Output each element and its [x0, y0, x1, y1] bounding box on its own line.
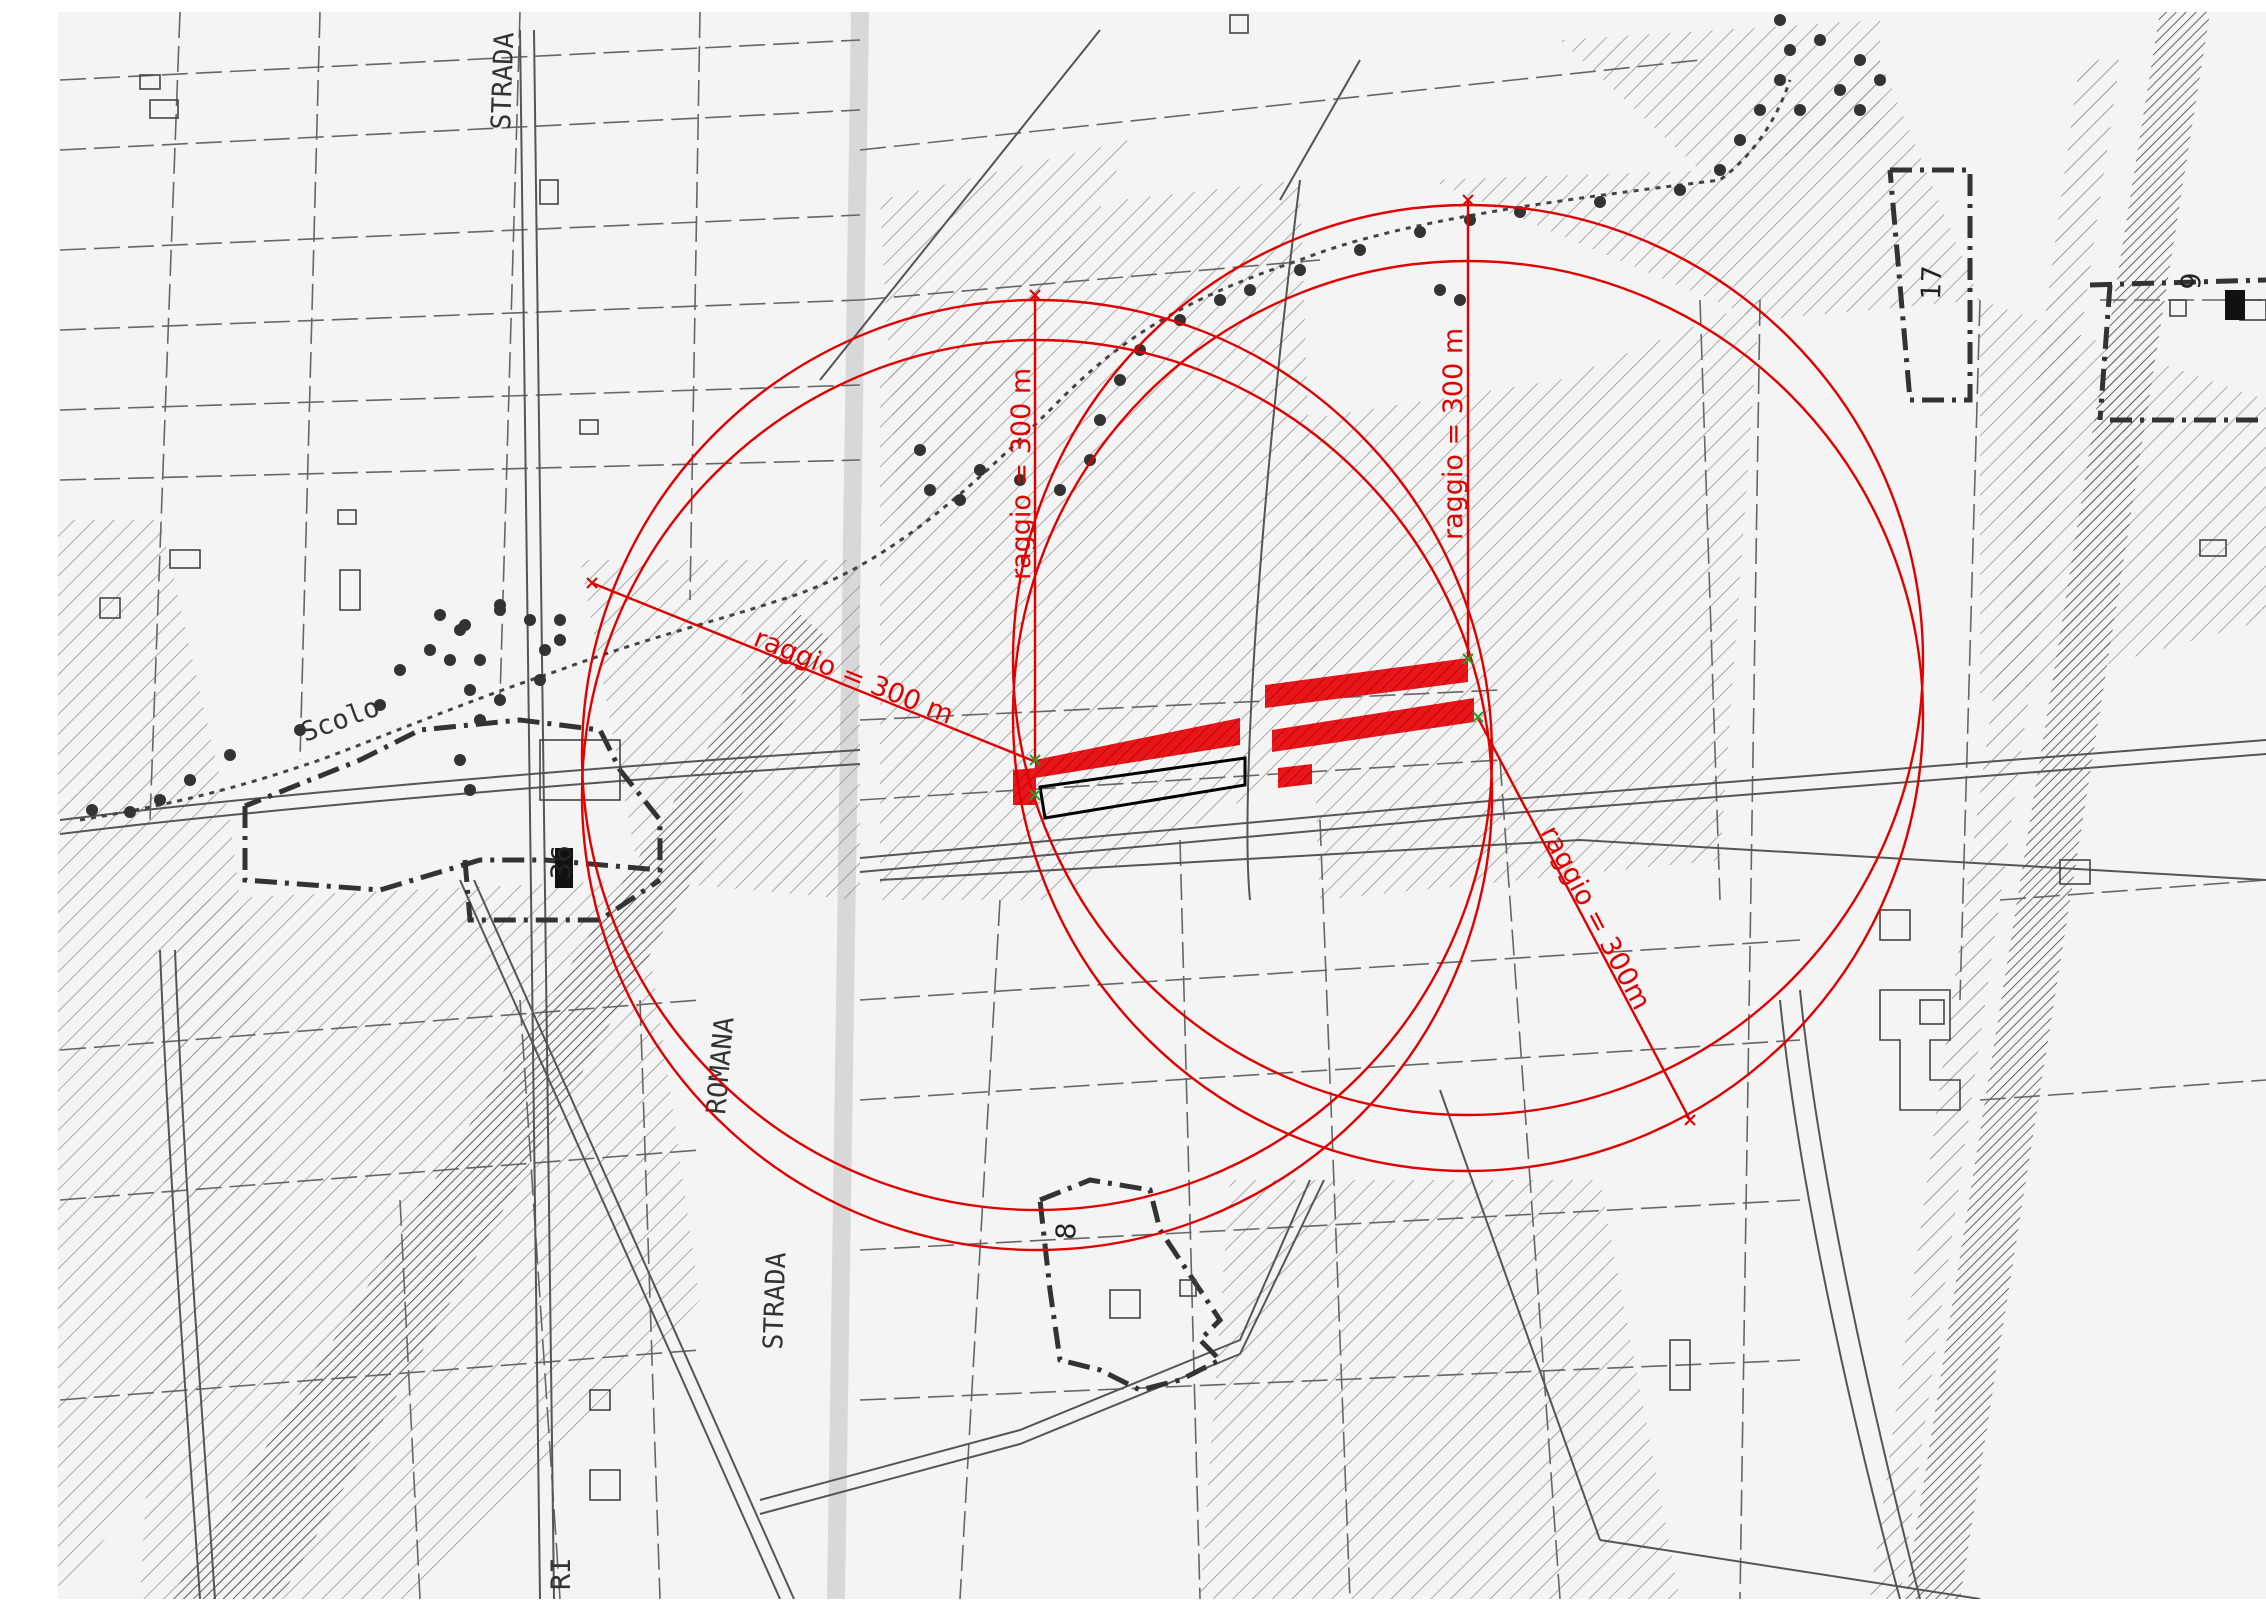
dark-building — [555, 848, 573, 888]
planned-barn-3 — [1272, 698, 1474, 752]
zone-south — [1200, 1180, 1680, 1599]
planned-small-block — [1013, 768, 1036, 805]
radius-line-left — [591, 581, 1037, 764]
radius-start-markers — [586, 194, 1696, 1126]
planned-barn-2 — [1265, 658, 1468, 708]
zone-center-east — [1300, 300, 1760, 900]
radius-endpoint-markers — [1029, 653, 1484, 801]
drainage-channel — [79, 79, 1792, 822]
canal-bank-east — [1870, 60, 2120, 1599]
parcel-number-9: 9 — [2176, 272, 2208, 290]
radius-label-top-center: raggio = 300 m — [1006, 368, 1037, 580]
parcel-number-8: 8 — [1051, 1222, 1083, 1240]
road-label-strada-bottom: STRADA — [758, 1252, 792, 1351]
farm-complex — [1879, 989, 1961, 1111]
existing-building-outline — [1038, 756, 1247, 820]
zone-north — [1560, 20, 1880, 170]
roads — [59, 29, 2266, 1599]
dark-building-east — [2225, 290, 2245, 320]
parcel-number-17: 17 — [1916, 265, 1948, 300]
road-label-ri: RI — [546, 1557, 577, 1590]
canal-strip-east — [1905, 12, 2210, 1599]
planned-buildings — [1013, 658, 1474, 820]
parcel-number-36: 36 — [546, 845, 578, 880]
bottom-margin — [0, 1599, 2266, 1623]
radius-label-top-right: raggio = 300 m — [1438, 328, 1469, 540]
buffer-circle-2 — [580, 338, 1494, 1252]
buffer-circle-1 — [580, 298, 1494, 1212]
zone-boundaries — [242, 167, 2266, 1393]
tree-rows — [86, 14, 1886, 818]
radius-line-bottom-right — [1476, 717, 1692, 1121]
planned-annex — [1278, 764, 1312, 788]
radius-lines — [591, 200, 1692, 1121]
road-label-strada-top: STRADA — [486, 32, 520, 131]
canal-strip-west — [170, 610, 830, 1599]
zone-northwest-strip — [880, 140, 1130, 560]
planned-barn-1 — [1035, 718, 1240, 778]
